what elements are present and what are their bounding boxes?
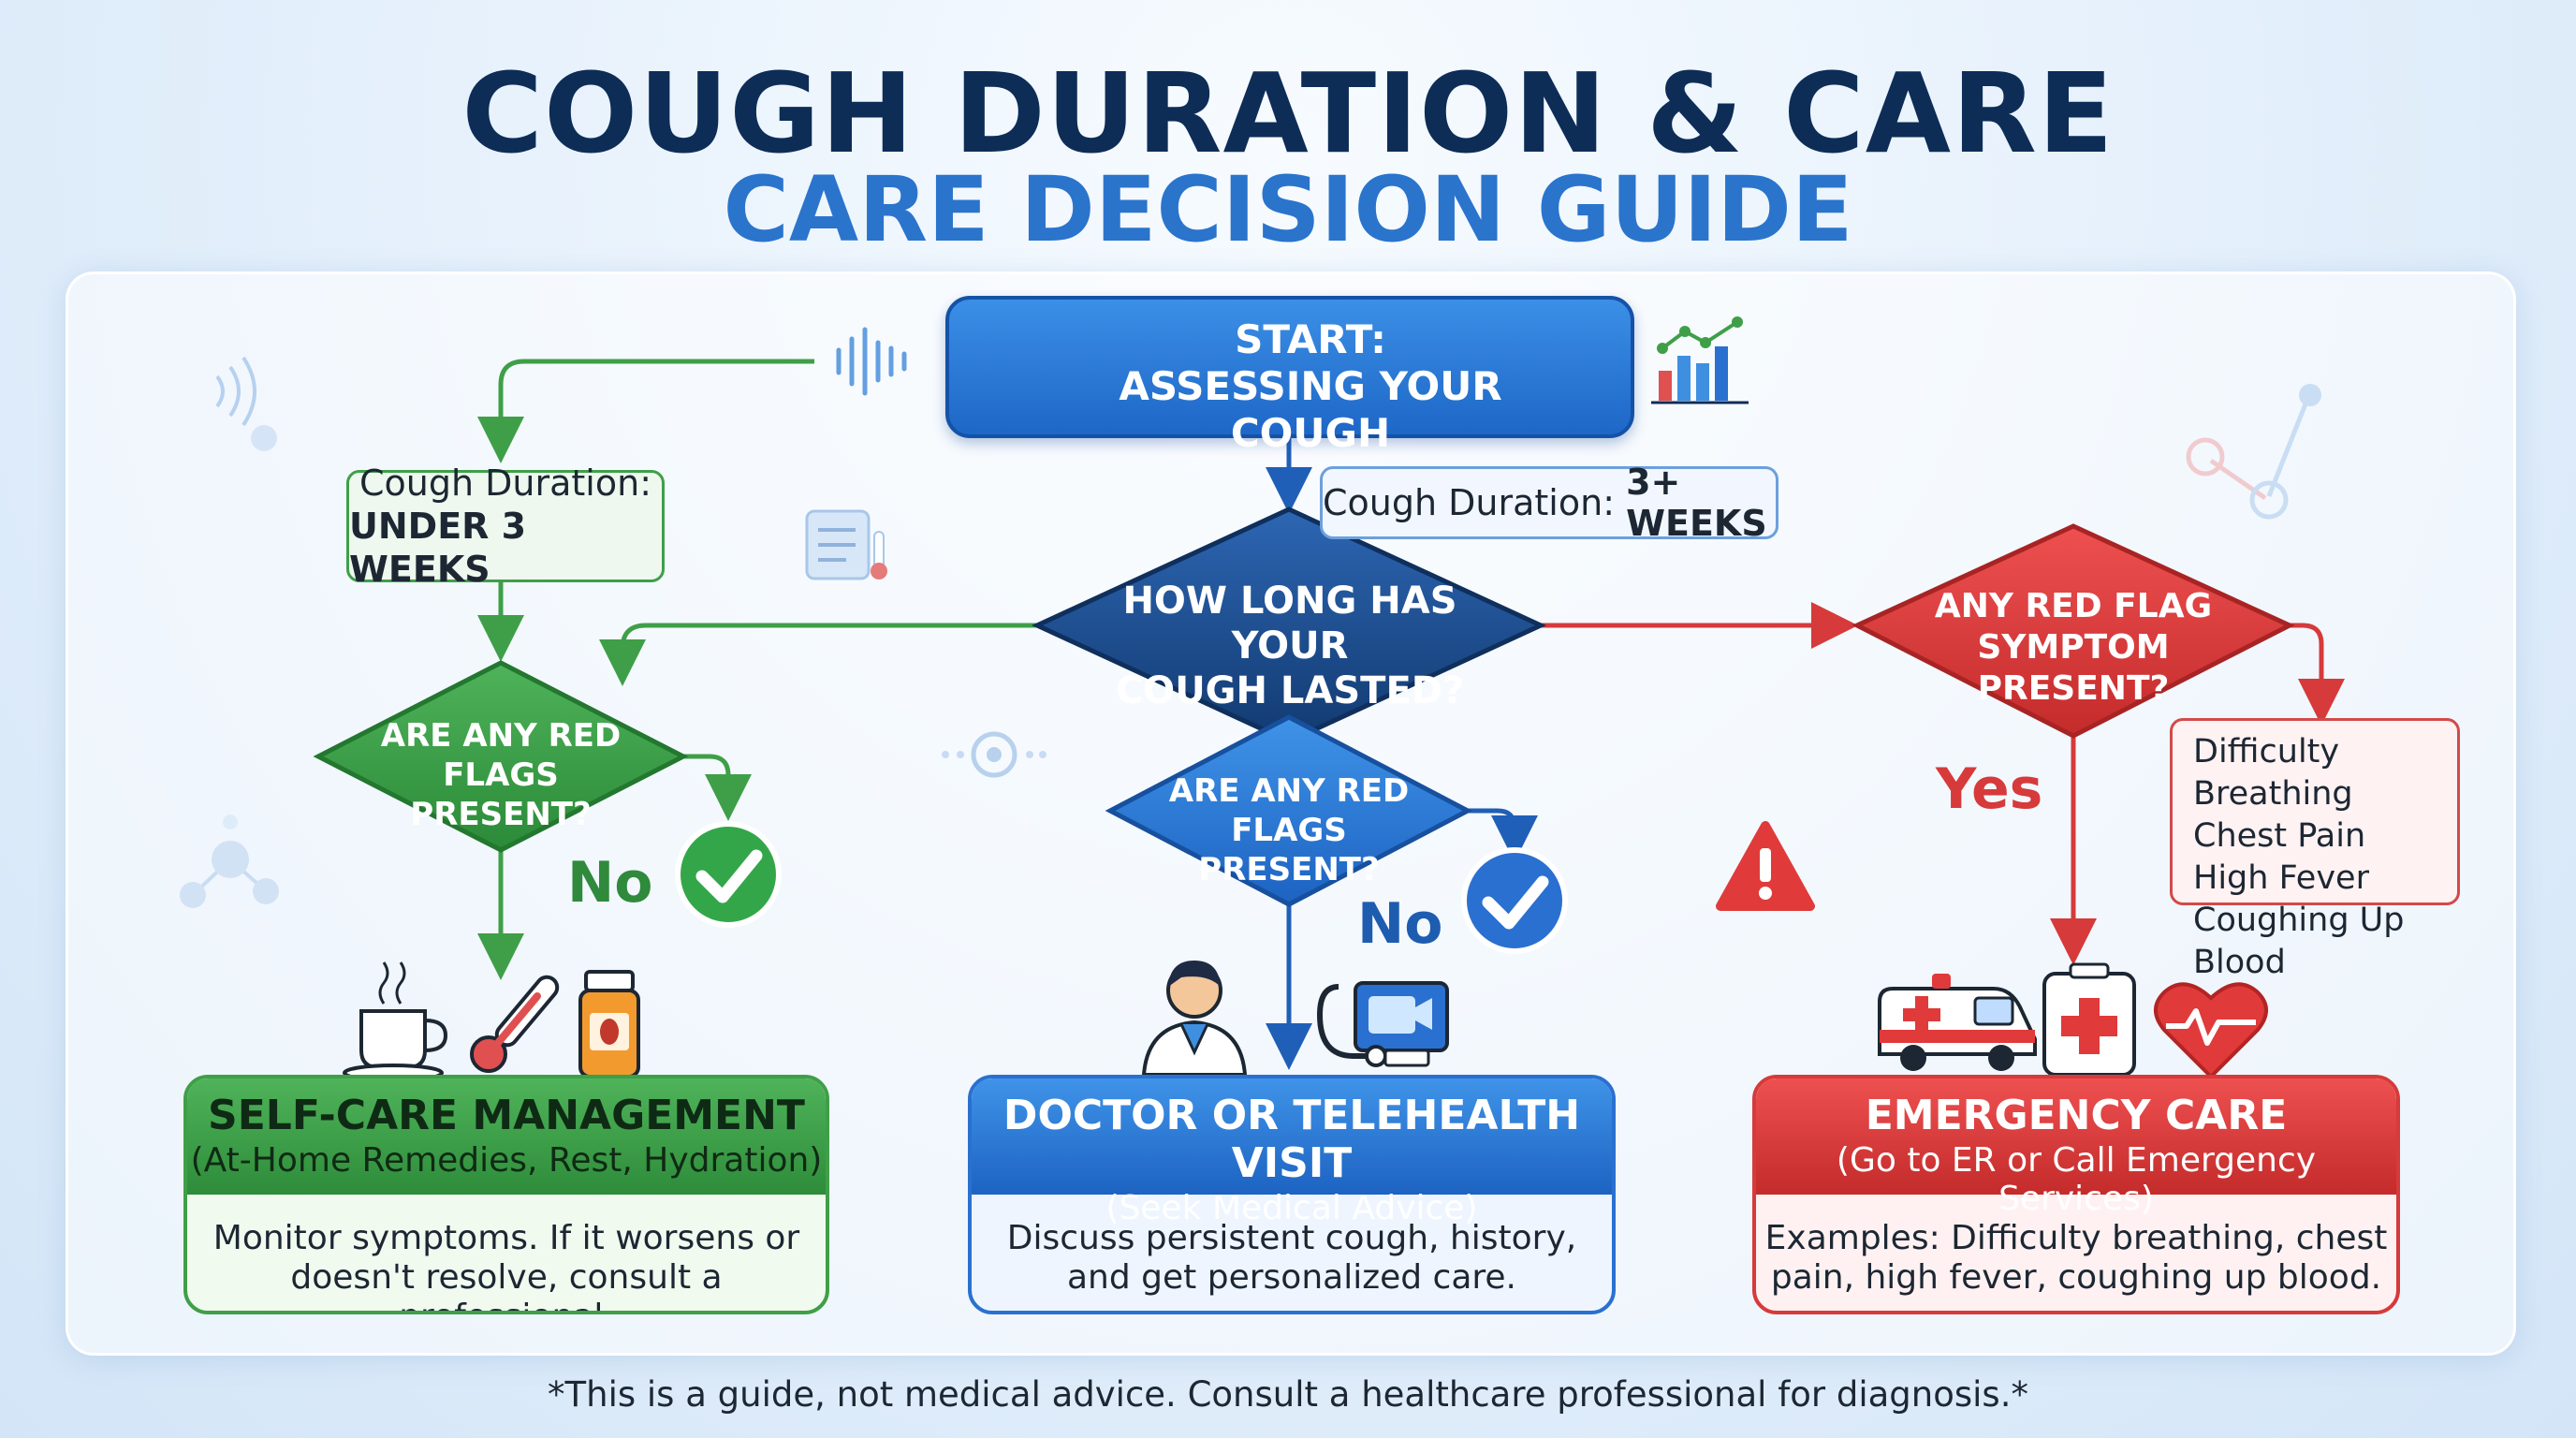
middle-no-answer: No bbox=[1357, 891, 1443, 957]
self-care-line2: doesn't resolve, consult a professional. bbox=[290, 1258, 723, 1311]
doctor-line2: and get personalized care. bbox=[1067, 1258, 1516, 1297]
middle-question-line2: FLAGS PRESENT? bbox=[1198, 812, 1380, 888]
doctor-line1: Discuss persistent cough, history, bbox=[1006, 1219, 1577, 1257]
network-icon bbox=[2186, 384, 2321, 520]
doctor-header: DOCTOR OR TELEHEALTH VISIT (Seek Medical… bbox=[972, 1078, 1612, 1227]
left-no-answer: No bbox=[567, 850, 653, 916]
start-label: START: ASSESSING YOUR COUGH bbox=[1076, 316, 1544, 457]
thermometer-icon bbox=[470, 975, 560, 1073]
telehealth-icon bbox=[1316, 981, 1449, 1067]
sound-wave-icon bbox=[836, 327, 907, 396]
disclaimer: *This is a guide, not medical advice. Co… bbox=[548, 1374, 2028, 1415]
left-question-diamond bbox=[313, 660, 689, 853]
self-care-line1: Monitor symptoms. If it worsens or bbox=[212, 1219, 800, 1257]
right-question-line1: ANY RED FLAG bbox=[1934, 587, 2213, 625]
emergency-header: EMERGENCY CARE (Go to ER or Call Emergen… bbox=[1756, 1078, 2396, 1218]
blue-connectors bbox=[1266, 433, 1538, 1070]
check-icon bbox=[675, 821, 782, 928]
red-flag-item: Coughing Up Blood bbox=[2193, 902, 2405, 981]
left-question-text: ARE ANY RED FLAGS PRESENT? bbox=[351, 716, 651, 834]
main-question-line2: COUGH LASTED? bbox=[1115, 669, 1465, 712]
doctor-subtitle: (Seek Medical Advice) bbox=[1105, 1189, 1478, 1227]
warning-icon bbox=[1716, 821, 1815, 911]
duration-under-line2: UNDER 3 WEEKS bbox=[349, 506, 527, 590]
main-question-line1: HOW LONG HAS YOUR bbox=[1122, 580, 1457, 668]
right-question-line2: SYMPTOM PRESENT? bbox=[1977, 628, 2170, 708]
middle-question-text: ARE ANY RED FLAGS PRESENT? bbox=[1139, 771, 1439, 889]
red-flag-item: Chest Pain bbox=[2193, 817, 2366, 855]
middle-question-diamond bbox=[1105, 714, 1473, 907]
doctor-icon bbox=[1141, 961, 1248, 1077]
right-question-text: ANY RED FLAG SYMPTOM PRESENT? bbox=[1895, 586, 2251, 710]
doctor-title: DOCTOR OR TELEHEALTH VISIT bbox=[1003, 1092, 1581, 1187]
duration-under-label: Cough Duration: UNDER 3 WEEKS bbox=[346, 462, 665, 590]
self-care-header: SELF-CARE MANAGEMENT (At-Home Remedies, … bbox=[187, 1078, 826, 1195]
start-box bbox=[945, 296, 1634, 438]
main-question-text: HOW LONG HAS YOUR COUGH LASTED? bbox=[1084, 579, 1496, 713]
duration-under-line1: Cough Duration: bbox=[359, 462, 651, 504]
red-connectors bbox=[1541, 602, 2345, 965]
right-question-diamond bbox=[1852, 523, 2295, 739]
doctor-card: DOCTOR OR TELEHEALTH VISIT (Seek Medical… bbox=[968, 1075, 1616, 1314]
emergency-card: EMERGENCY CARE (Go to ER or Call Emergen… bbox=[1752, 1075, 2400, 1314]
red-flag-item: High Fever bbox=[2193, 859, 2369, 897]
self-care-body: Monitor symptoms. If it worsens or doesn… bbox=[187, 1195, 826, 1311]
chart-icon bbox=[1651, 316, 1749, 404]
red-flag-item: Difficulty Breathing bbox=[2193, 733, 2353, 813]
signal-icon bbox=[215, 356, 277, 451]
document-thermometer-icon bbox=[805, 509, 887, 580]
start-line2: ASSESSING YOUR COUGH bbox=[1119, 363, 1502, 456]
duration-over-prefix: Cough Duration: bbox=[1323, 482, 1627, 523]
target-icon bbox=[942, 731, 1046, 778]
emergency-body: Examples: Difficulty breathing, chest pa… bbox=[1756, 1195, 2396, 1311]
emergency-line1: Examples: Difficulty breathing, chest bbox=[1764, 1219, 2388, 1257]
duration-over-value: 3+ WEEKS bbox=[1626, 462, 1767, 544]
self-care-card: SELF-CARE MANAGEMENT (At-Home Remedies, … bbox=[183, 1075, 829, 1314]
doctor-body: Discuss persistent cough, history, and g… bbox=[972, 1195, 1612, 1311]
page-title: COUGH DURATION & CARE bbox=[461, 49, 2115, 178]
middle-question-line1: ARE ANY RED bbox=[1168, 772, 1410, 810]
emergency-title: EMERGENCY CARE bbox=[1865, 1092, 2288, 1139]
tea-cup-icon bbox=[343, 961, 448, 1082]
right-yes-answer: Yes bbox=[1936, 756, 2043, 822]
emergency-subtitle: (Go to ER or Call Emergency Services) bbox=[1836, 1141, 2317, 1218]
red-flag-list: Difficulty Breathing Chest Pain High Fev… bbox=[2170, 718, 2460, 981]
emergency-line2: pain, high fever, coughing up blood. bbox=[1770, 1258, 2382, 1297]
heartbeat-icon bbox=[2154, 982, 2268, 1079]
left-question-line1: ARE ANY RED bbox=[380, 717, 622, 755]
ambulance-icon bbox=[1878, 974, 2037, 1071]
self-care-title: SELF-CARE MANAGEMENT bbox=[208, 1092, 805, 1139]
medicine-bottle-icon bbox=[578, 970, 640, 1078]
molecule-icon bbox=[180, 814, 279, 908]
page-subtitle: CARE DECISION GUIDE bbox=[723, 157, 1853, 262]
check-icon bbox=[1461, 847, 1568, 954]
green-connectors bbox=[477, 359, 1037, 980]
left-question-line2: FLAGS PRESENT? bbox=[410, 756, 592, 833]
start-line1: START: bbox=[1235, 316, 1386, 362]
self-care-subtitle: (At-Home Remedies, Rest, Hydration) bbox=[190, 1141, 823, 1180]
duration-over-label: Cough Duration: 3+ WEEKS bbox=[1320, 462, 1778, 544]
first-aid-kit-icon bbox=[2042, 962, 2136, 1077]
